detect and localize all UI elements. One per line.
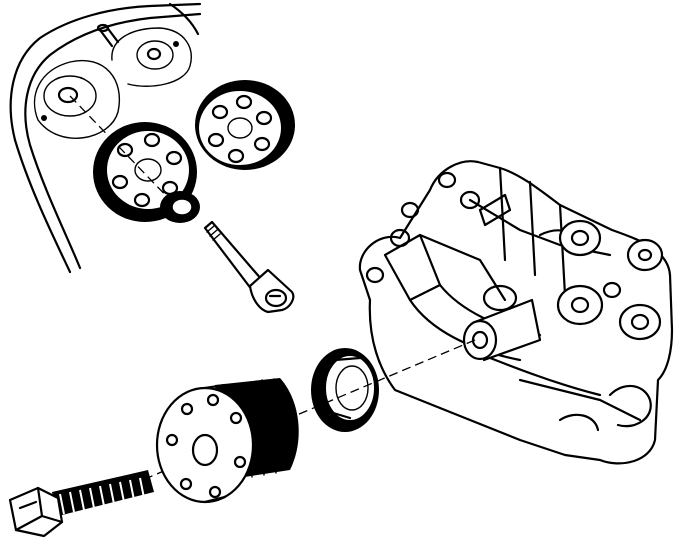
engine-block-housing bbox=[358, 160, 674, 465]
crankshaft-seal bbox=[311, 348, 379, 432]
timing-belt-cover bbox=[9, 2, 202, 274]
crankshaft-sprocket bbox=[155, 378, 299, 504]
camshaft-sprocket-2 bbox=[195, 80, 295, 170]
sprocket-washer bbox=[160, 191, 200, 223]
sprocket-bolt-upper bbox=[203, 220, 295, 314]
crankshaft-bolt bbox=[8, 470, 154, 538]
